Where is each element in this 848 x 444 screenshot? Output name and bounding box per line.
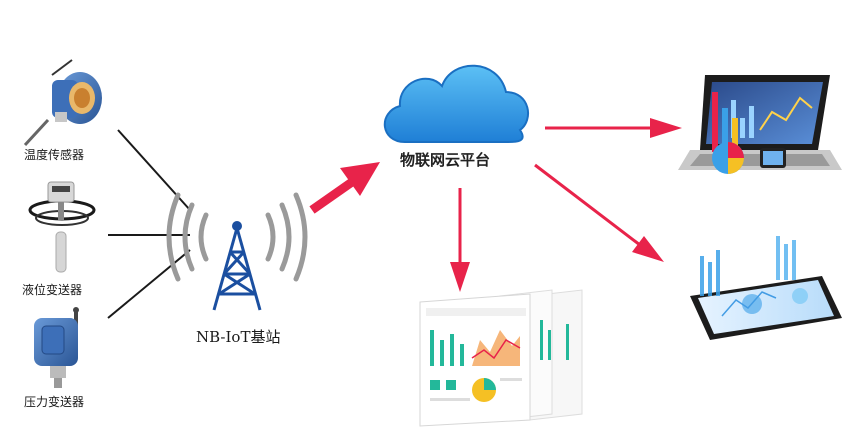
cloud-platform-label: 物联网云平台: [400, 151, 491, 169]
arrow-cloud-to-dashboard: [450, 188, 470, 292]
pressure-transmitter-icon: [34, 307, 79, 388]
temperature-sensor-icon: [23, 59, 102, 147]
arrow-tower-to-cloud: [309, 162, 380, 214]
arrow-cloud-to-tablet: [534, 163, 664, 262]
level-transmitter-label: 液位变送器: [22, 283, 83, 297]
arrow-cloud-to-laptop: [545, 118, 682, 138]
base-station-tower-icon: [166, 192, 308, 311]
cloud-icon: [383, 64, 529, 143]
level-transmitter-icon: [28, 181, 96, 273]
temperature-sensor-label: 温度传感器: [24, 148, 85, 162]
line-pressure-to-tower: [107, 249, 191, 319]
base-station-label: NB-IoT基站: [196, 328, 281, 346]
pressure-transmitter-label: 压力变送器: [24, 395, 85, 409]
laptop-report-charts: [712, 92, 786, 174]
web-dashboard-icon: [419, 289, 583, 427]
flow-arrows: [309, 118, 682, 292]
sensor-connector-lines: [107, 129, 191, 319]
laptop-icon: [678, 75, 842, 174]
tablet-icon: [690, 236, 842, 340]
tablet-holographic-charts: [700, 236, 808, 317]
